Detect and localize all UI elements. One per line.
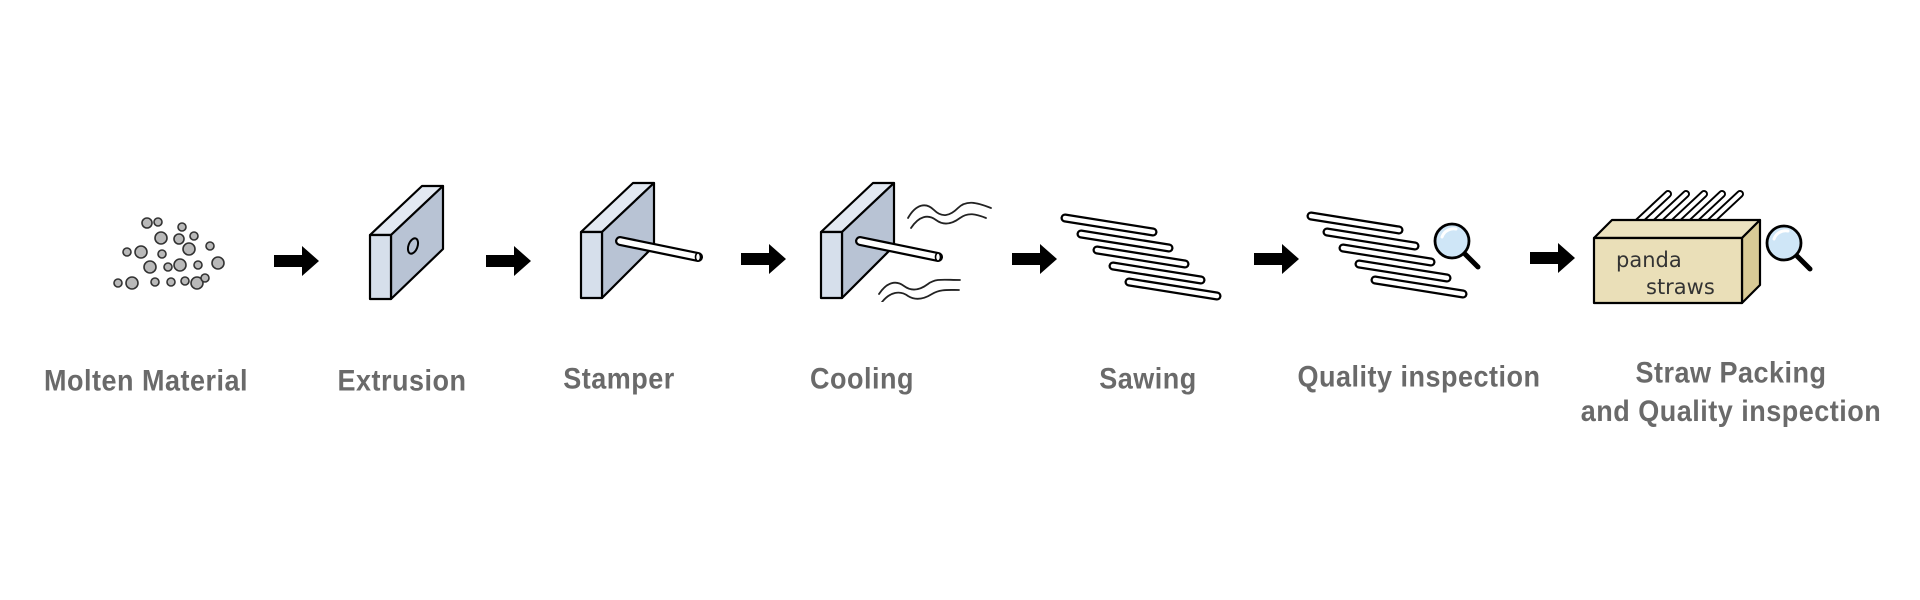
arrow-right-icon: [1012, 244, 1057, 274]
step-label-extrusion: Extrusion: [337, 364, 467, 398]
step-label-straw-packing-line1: Straw Packing: [1635, 356, 1827, 389]
magnifier-icon: [1765, 224, 1813, 272]
cooling-icon: [819, 181, 992, 302]
magnifier-icon: [1433, 222, 1481, 270]
straws-inspection-icon: [1306, 211, 1468, 299]
extrusion-die-icon: [368, 184, 445, 301]
stamper-icon: [579, 181, 703, 300]
box-label-line2: straws: [1646, 275, 1715, 299]
pellets-icon: [113, 217, 225, 290]
arrow-right-icon: [486, 246, 531, 276]
box-label-line1: panda: [1616, 248, 1682, 272]
step-label-straw-packing: Straw Packing and Quality inspection: [1581, 353, 1882, 431]
arrow-right-icon: [741, 244, 786, 274]
straw-box-icon: panda straws: [1592, 190, 1762, 305]
step-label-stamper: Stamper: [563, 362, 675, 396]
arrow-right-icon: [1530, 243, 1575, 273]
arrow-right-icon: [1254, 244, 1299, 274]
step-label-sawing: Sawing: [1099, 362, 1197, 396]
cut-straws-icon: [1060, 213, 1222, 301]
arrow-right-icon: [274, 246, 319, 276]
step-label-molten-material: Molten Material: [43, 364, 249, 398]
step-label-quality-inspection: Quality inspection: [1297, 360, 1541, 394]
step-label-straw-packing-line2: and Quality inspection: [1580, 395, 1882, 428]
step-label-cooling: Cooling: [810, 362, 914, 396]
